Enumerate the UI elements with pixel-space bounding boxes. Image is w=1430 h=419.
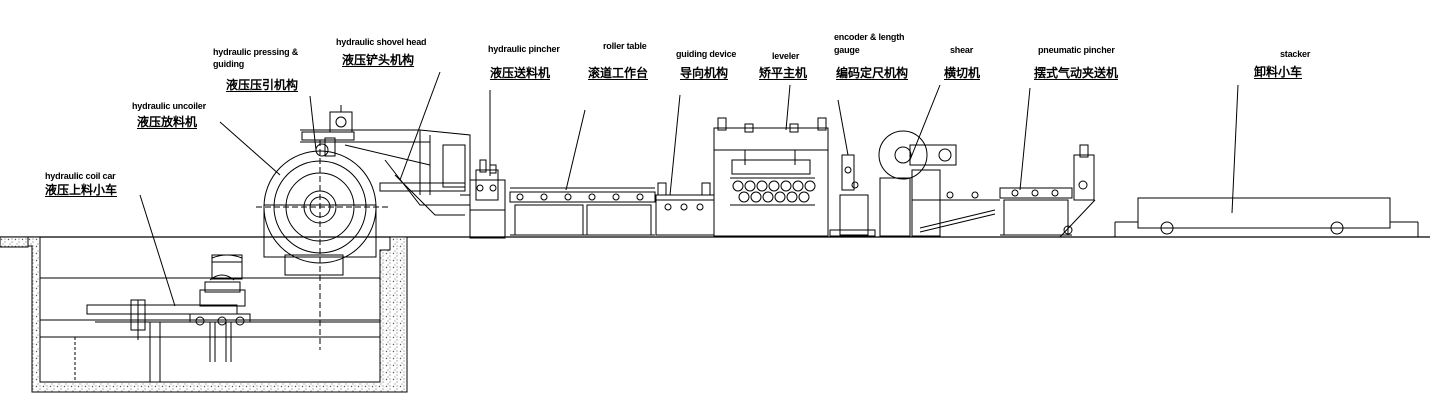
guiding-label-en: guiding device (676, 49, 737, 59)
pincher-label-en: hydraulic pincher (488, 44, 560, 54)
guiding-label-zh: 导向机构 (680, 66, 729, 80)
roller-table (509, 109, 656, 236)
pneumatic-label-en: pneumatic pincher (1038, 45, 1115, 55)
encoder-label-zh: 编码定尺机构 (836, 66, 909, 80)
guiding-device (655, 94, 715, 236)
hydraulic-pincher (469, 90, 506, 239)
roller-label-zh: 滚道工作台 (588, 66, 649, 80)
uncoiler-label-zh: 液压放料机 (137, 115, 198, 129)
shovel-label-en: hydraulic shovel head (336, 37, 427, 47)
shear-label-en: shear (950, 45, 974, 55)
pneumatic-pincher (999, 87, 1096, 238)
leveler-label-zh: 矫平主机 (759, 66, 808, 80)
foundation-pit (0, 236, 408, 393)
pincher-label-zh: 液压送料机 (490, 66, 551, 80)
pressing-label-en2: guiding (213, 59, 245, 69)
pneumatic-label-zh: 摆式气动夹送机 (1034, 66, 1119, 80)
leveler (713, 84, 829, 237)
encoder-label-en2: gauge (834, 45, 860, 55)
leveler-label-en: leveler (772, 51, 800, 61)
shear-label-zh: 横切机 (944, 66, 981, 80)
encoder (829, 99, 876, 237)
pressing-label-zh: 液压压引机构 (226, 78, 299, 92)
stacker-label-zh: 卸料小车 (1254, 65, 1303, 79)
uncoiler-label-en: hydraulic uncoiler (132, 101, 206, 111)
shear (878, 84, 1000, 237)
coil-car-label-en: hydraulic coil car (45, 171, 116, 181)
pressing-label-en: hydraulic pressing & (213, 47, 299, 57)
shovel-label-zh: 液压铲头机构 (342, 53, 415, 67)
pressing-guiding (300, 71, 471, 216)
uncoiler (219, 121, 388, 350)
roller-label-en: roller table (603, 41, 647, 51)
coil-car (86, 194, 251, 362)
stacker (1114, 84, 1419, 237)
stacker-label-en: stacker (1280, 49, 1311, 59)
encoder-label-en: encoder & length (834, 32, 905, 42)
coil-car-label-zh: 液压上料小车 (45, 183, 118, 197)
